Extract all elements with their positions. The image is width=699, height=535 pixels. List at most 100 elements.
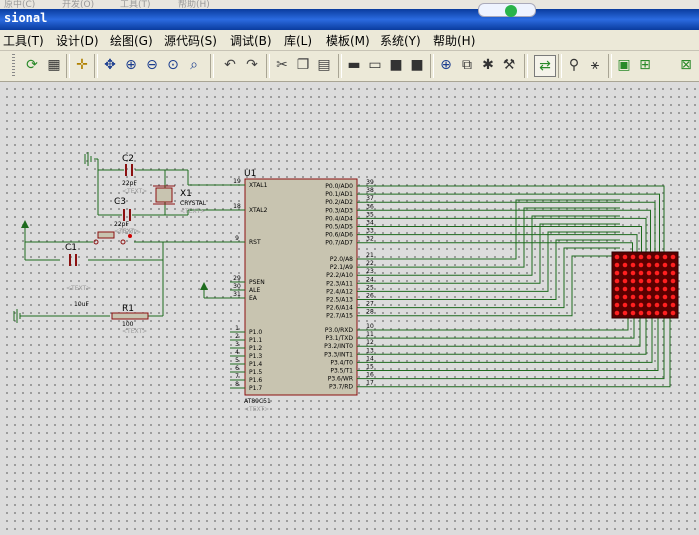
u1-pin-name: P0.6/AD6 [325,232,353,239]
top-strip-item: 帮助(H) [178,0,210,9]
wire-autorouter-icon[interactable]: ⇄ [534,55,556,77]
zoom-all-icon[interactable]: ⊙ [167,57,179,73]
led-dot [646,286,652,292]
u1-pin-name: XTAL2 [249,207,268,214]
undo-icon[interactable]: ↶ [224,57,236,73]
led-dot [622,278,628,284]
u1-pin-name: P1.5 [249,369,262,376]
u1-pin-name: P2.4/A12 [326,288,353,295]
u1-pin-name: P1.1 [249,337,262,344]
bus-wire-p3 [378,318,659,371]
menu-design[interactable]: 设计(D) [56,34,99,48]
u1-pin-number: 37 [366,195,374,202]
led-dot [662,310,668,316]
led-dot [622,310,628,316]
led-dot [630,294,636,300]
menu-system[interactable]: 系统(Y) [380,34,421,48]
toolbar-separator [94,54,98,78]
block-delete-icon[interactable]: ■ [410,57,424,73]
pan-icon[interactable]: ✥ [104,57,116,73]
u1-pin-number: 24 [366,276,374,283]
block-copy-icon[interactable]: ▬ [347,57,361,73]
led-dot [638,278,644,284]
menu-template[interactable]: 模板(M) [326,34,370,48]
design-explorer-icon[interactable]: ▣ [617,57,631,73]
menu-library[interactable]: 库(L) [284,34,313,48]
c1-ref: C1 [65,243,77,253]
schematic-svg[interactable]: C2 22pF C3 22pF X1 CRYSTAL C1 10uF R1 10… [0,82,699,535]
led-dot [662,262,668,268]
u1-pin-number: 10 [366,323,374,330]
led-dot [646,310,652,316]
redo-icon[interactable]: ↷ [246,57,258,73]
u1-pin-number: 14 [366,355,374,362]
u1-pin-number: 19 [233,178,241,185]
led-dot [614,302,620,308]
u1-pin-number: 17 [366,380,374,387]
u1-chip[interactable] [244,178,358,396]
top-strip-item: 开发(O) [62,0,95,9]
remove-sheet-icon[interactable]: ⊠ [680,57,692,73]
u1-text: <TEXT> [244,406,269,413]
menu-help[interactable]: 帮助(H) [433,34,476,48]
block-rotate-icon[interactable]: ■ [389,57,403,73]
led-dot [654,278,660,284]
u1-pin-number: 32 [366,236,374,243]
u1-pin-name: P0.0/AD0 [325,183,353,190]
decompose-icon[interactable]: ⚒ [502,57,516,73]
paste-icon[interactable]: ▤ [317,57,331,73]
pick-device-icon[interactable]: ⊕ [440,57,452,73]
toolbar: ⟳ ▦ ✛ ✥ ⊕ ⊖ ⊙ ⌕ ↶ ↷ ✂ ❐ ▤ ▬ ▭ ■ ■ ⊕ ⧉ ✱ … [0,51,699,82]
led-dot [670,278,676,284]
u1-pin-number: 38 [366,187,374,194]
led-matrix[interactable] [611,251,679,319]
title-bar[interactable]: sional [0,3,699,30]
zoom-area-icon[interactable]: ⌕ [190,57,198,73]
c2-ref: C2 [122,154,134,164]
led-dot [638,286,644,292]
menu-source[interactable]: 源代码(S) [164,34,217,48]
menu-debug[interactable]: 调试(B) [230,34,272,48]
led-dot [614,270,620,276]
led-dot [638,302,644,308]
grid-icon[interactable]: ▦ [47,57,61,73]
search-icon[interactable]: ⚲ [568,57,580,73]
led-dot [630,254,636,260]
u1-pin-name: ALE [249,287,260,294]
bus-wire-p3 [378,318,647,355]
window-title: sional [4,11,48,25]
cut-icon[interactable]: ✂ [276,57,288,73]
u1-ref: U1 [244,169,256,179]
refresh-icon[interactable]: ⟳ [26,57,38,73]
new-sheet-icon[interactable]: ⊞ [639,57,651,73]
bus-wire-p3 [378,318,665,380]
led-dot [638,270,644,276]
bus-wire-p2 [378,239,620,300]
led-dot [630,278,636,284]
u1-pin-number: 5 [235,357,239,364]
c2-text: <TEXT> [122,188,147,195]
led-dot [654,254,660,260]
zoom-in-icon[interactable]: ⊕ [125,57,137,73]
c1-text: <TEXT> [66,285,91,292]
u1-pin-number: 28 [366,309,374,316]
u1-pin-number: 26 [366,293,374,300]
block-move-icon[interactable]: ▭ [368,57,382,73]
toolbar-grip[interactable] [12,54,15,78]
make-device-icon[interactable]: ⧉ [462,57,472,73]
u1-pin-number: 1 [235,325,239,332]
u1-pin-number: 31 [233,291,241,298]
bus-wire-p2 [378,255,620,317]
origin-icon[interactable]: ✛ [76,57,88,73]
menu-graph[interactable]: 绘图(G) [110,34,153,48]
zoom-out-icon[interactable]: ⊖ [146,57,158,73]
copy-icon[interactable]: ❐ [296,57,310,73]
u1-pin-name: P2.2/A10 [326,272,353,279]
r1-ref: R1 [122,304,134,314]
bus-wire-p3 [378,318,653,363]
menu-tools[interactable]: 工具(T) [3,34,44,48]
pack-device-icon[interactable]: ✱ [482,57,494,73]
u1-pin-number: 4 [235,349,239,356]
schematic-canvas[interactable]: C2 22pF C3 22pF X1 CRYSTAL C1 10uF R1 10… [0,82,699,535]
property-assign-icon[interactable]: ⚹ [590,57,600,73]
